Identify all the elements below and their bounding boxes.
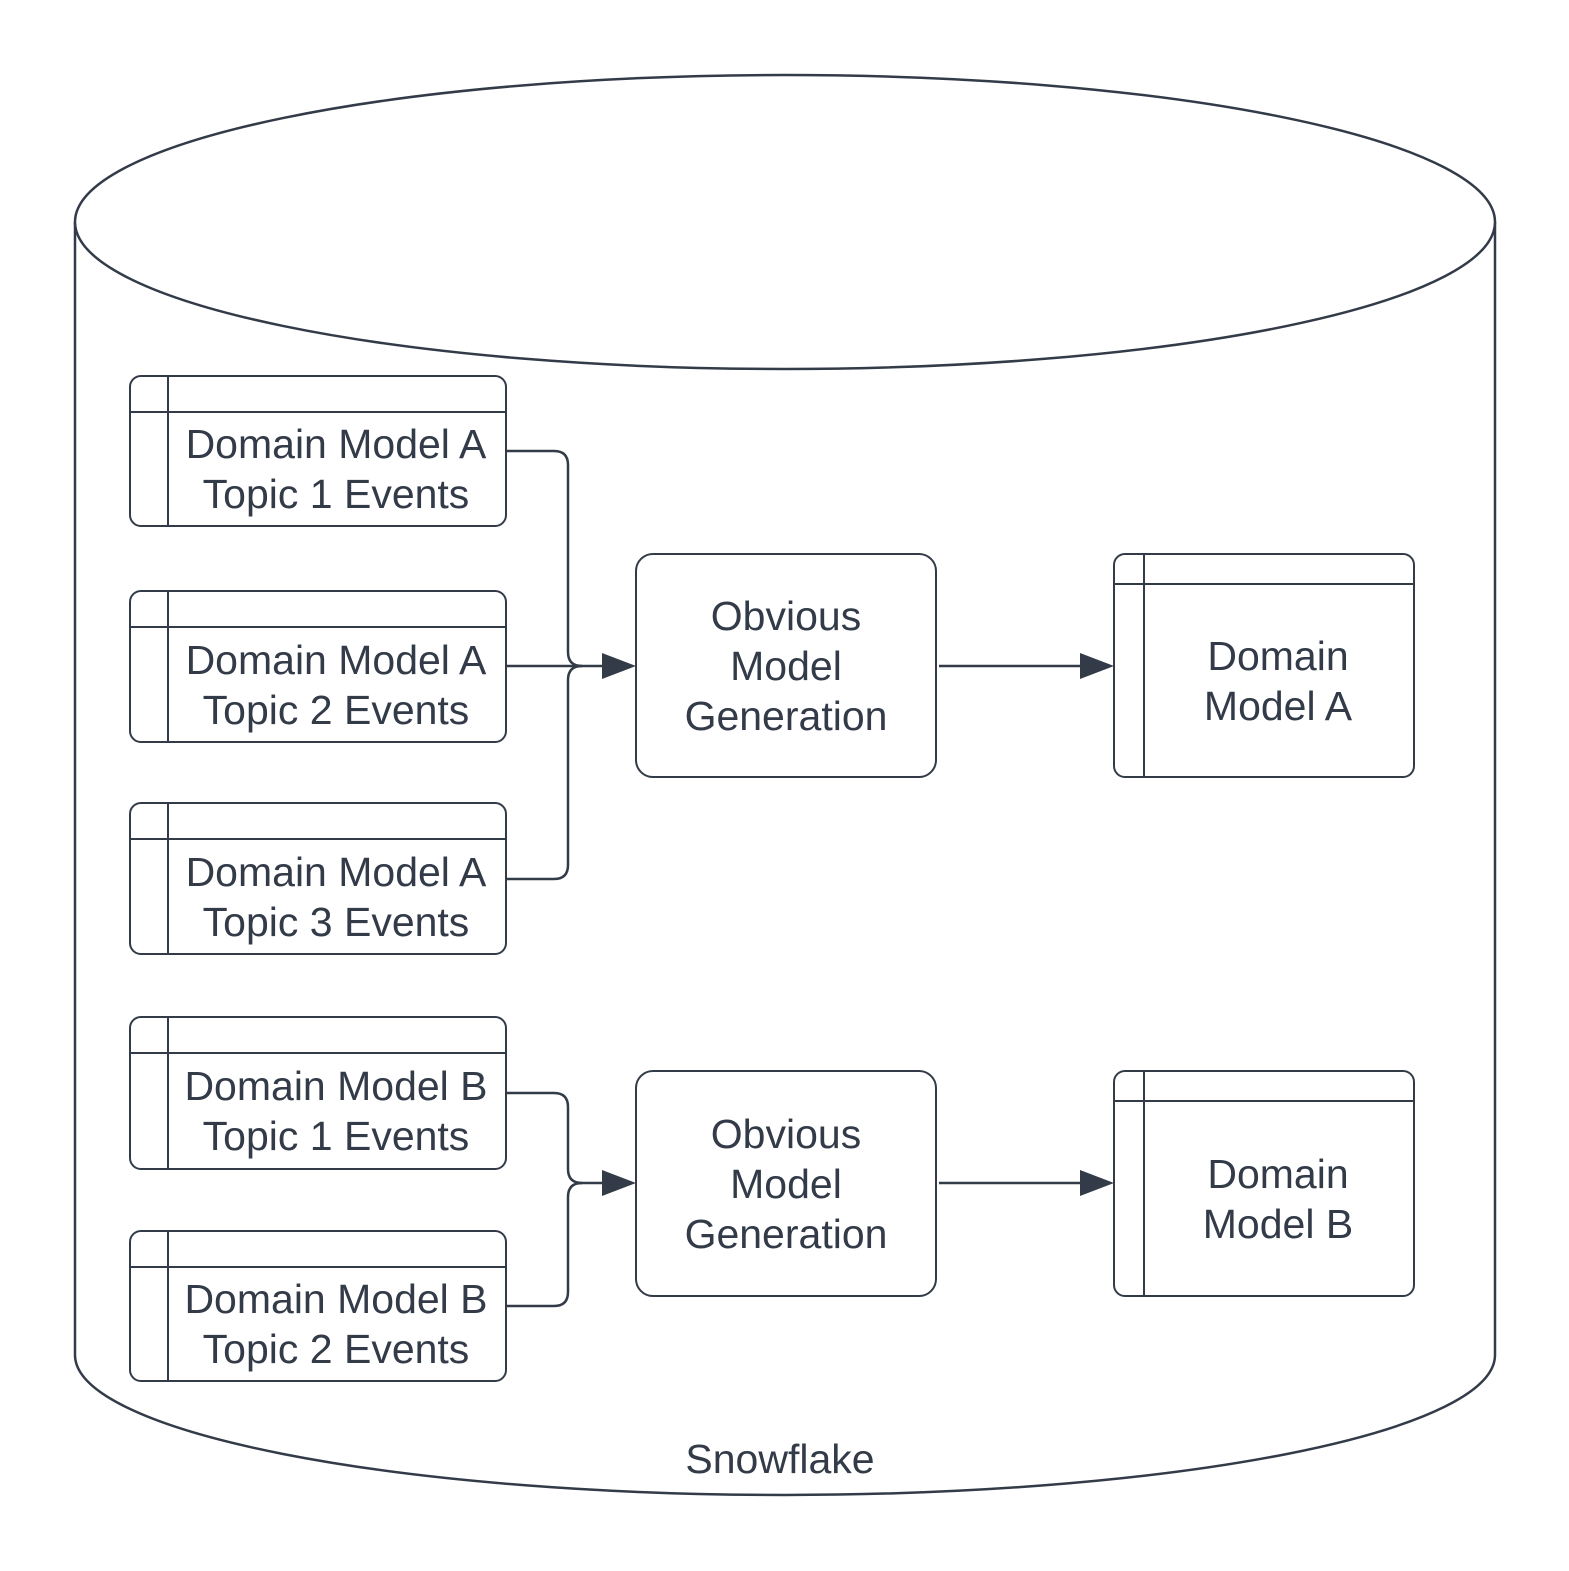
- table-left-strip: [1143, 555, 1145, 776]
- table-header-row: [1115, 1072, 1413, 1102]
- source-table-a-topic2-label: Domain Model A Topic 2 Events: [185, 636, 487, 733]
- table-left-strip: [167, 1232, 169, 1380]
- table-left-strip: [167, 804, 169, 953]
- output-table-a-label: Domain Model A: [1203, 632, 1353, 729]
- connector-b-topic2: [507, 1181, 583, 1308]
- table-left-strip: [1143, 1072, 1145, 1295]
- source-table-b-topic2: Domain Model B Topic 2 Events: [129, 1230, 507, 1382]
- source-table-a-topic2: Domain Model A Topic 2 Events: [129, 590, 507, 743]
- process-box-b: Obvious Model Generation: [635, 1070, 937, 1297]
- source-table-b-topic2-label: Domain Model B Topic 2 Events: [184, 1276, 488, 1372]
- source-table-a-topic3-label: Domain Model A Topic 3 Events: [185, 848, 487, 945]
- source-table-b-topic1: Domain Model B Topic 1 Events: [129, 1016, 507, 1170]
- connector-a-topic1: [507, 449, 583, 668]
- output-table-b-label: Domain Model B: [1202, 1150, 1354, 1247]
- arrowhead-b-out: [1080, 1170, 1114, 1196]
- table-header-row: [131, 592, 505, 628]
- process-box-a: Obvious Model Generation: [635, 553, 937, 778]
- cylinder-top-ellipse: [73, 73, 1497, 371]
- table-left-strip: [167, 592, 169, 741]
- output-table-b: Domain Model B: [1113, 1070, 1415, 1297]
- table-header-row: [131, 1232, 505, 1268]
- arrowhead-a-in: [602, 653, 636, 679]
- connector-a-topic3: [507, 664, 583, 881]
- table-header-row: [131, 377, 505, 413]
- source-table-a-topic1: Domain Model A Topic 1 Events: [129, 375, 507, 527]
- source-table-a-topic3: Domain Model A Topic 3 Events: [129, 802, 507, 955]
- source-table-b-topic1-label: Domain Model B Topic 1 Events: [184, 1063, 488, 1159]
- arrowhead-a-out: [1080, 653, 1114, 679]
- arrowhead-b-in: [602, 1170, 636, 1196]
- table-header-row: [1115, 555, 1413, 585]
- table-header-row: [131, 1018, 505, 1054]
- table-left-strip: [167, 1018, 169, 1168]
- connector-b-topic1: [507, 1091, 583, 1185]
- source-table-a-topic1-label: Domain Model A Topic 1 Events: [185, 421, 487, 517]
- cylinder-label: Snowflake: [685, 1436, 875, 1482]
- table-left-strip: [167, 377, 169, 525]
- table-header-row: [131, 804, 505, 840]
- output-table-a: Domain Model A: [1113, 553, 1415, 778]
